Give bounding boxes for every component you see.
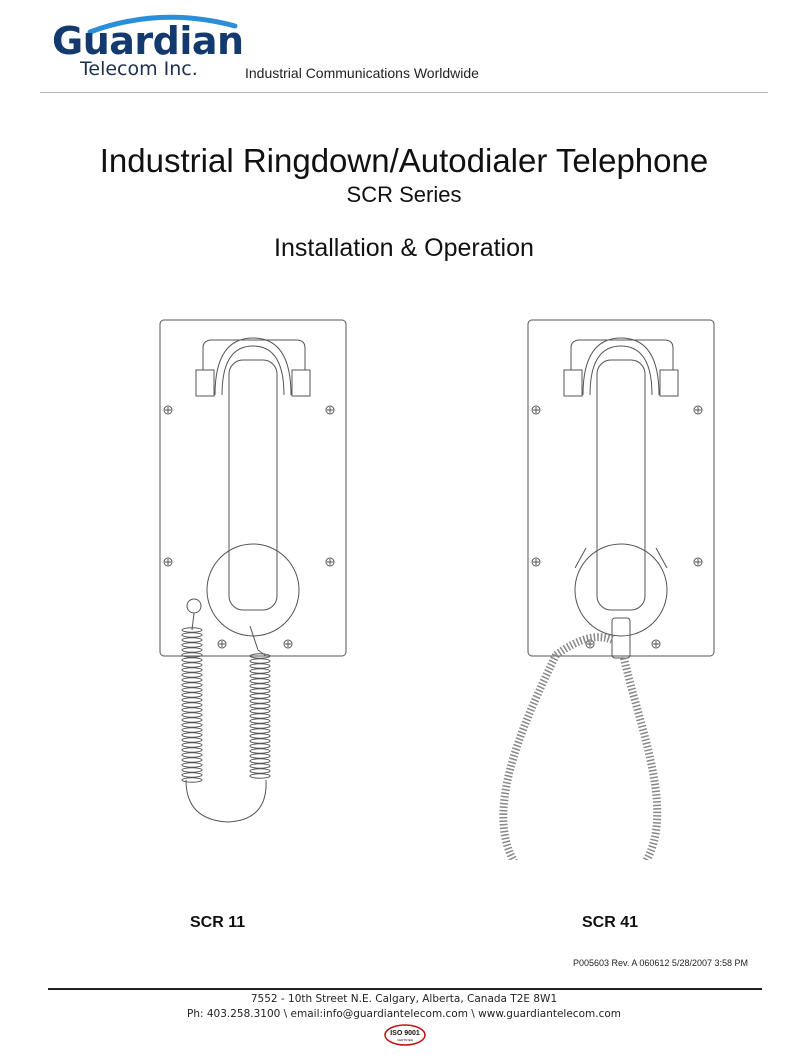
cord-coil-loop: [181, 712, 203, 718]
cord-coil-loop: [181, 742, 203, 748]
phone-illustrations: [159, 319, 715, 860]
cord-coil-loop: [181, 767, 203, 773]
svg-text:ISO 9001: ISO 9001: [390, 1030, 420, 1037]
cord-coil-loop: [181, 727, 203, 733]
scr11-phone-drawing: [159, 319, 347, 823]
contact-line: Ph: 403.258.3100 \ email:info@guardiante…: [187, 1008, 621, 1020]
cord-coil-loop: [249, 658, 271, 664]
tagline: Industrial Communications Worldwide: [245, 65, 479, 81]
cord-coil-loop: [181, 762, 203, 768]
cord-coil-loop: [181, 627, 203, 633]
cord-coil-loop: [249, 693, 271, 699]
cord-coil-loop: [249, 718, 271, 724]
cord-coil-loop: [249, 728, 271, 734]
screw-icon: [163, 405, 335, 649]
cord-coil-loop: [249, 753, 271, 759]
cord-coil-loop: [181, 707, 203, 713]
cord-coil-loop: [249, 763, 271, 769]
cord-coil-loop: [249, 713, 271, 719]
footer-divider: [48, 988, 762, 990]
cord-coil-loop: [181, 652, 203, 658]
cord-coil-loop: [249, 773, 271, 779]
cord-coil-loop: [249, 768, 271, 774]
cord-coil-loop: [249, 708, 271, 714]
model-label-scr41: SCR 41: [582, 914, 639, 931]
scr41-phone-drawing: [499, 319, 715, 860]
header-divider: [40, 92, 768, 93]
logo: [40, 10, 240, 90]
cord-coil-loop: [181, 672, 203, 678]
cord-coil-loop: [249, 758, 271, 764]
logo-name: Guardian: [52, 19, 244, 63]
cord-coil-loop: [181, 647, 203, 653]
cord-coil-loop: [181, 677, 203, 683]
cord-coil-loop: [181, 697, 203, 703]
cord-coil-loop: [181, 687, 203, 693]
cord-coil-loop: [181, 637, 203, 643]
cord-coil-loop: [181, 722, 203, 728]
cord-coil-loop: [249, 703, 271, 709]
cord-coil-loop: [249, 698, 271, 704]
cord-coil-loop: [181, 632, 203, 638]
cord-coil-loop: [181, 777, 203, 783]
cord-coil-loop: [249, 668, 271, 674]
cord-coil-loop: [181, 737, 203, 743]
cord-coil-loop: [181, 642, 203, 648]
cord-coil-loop: [249, 743, 271, 749]
cord-coil-loop: [181, 772, 203, 778]
cord-coil-loop: [249, 733, 271, 739]
footer-address: 7552 - 10th Street N.E. Calgary, Alberta…: [0, 992, 808, 1022]
address-line: 7552 - 10th Street N.E. Calgary, Alberta…: [250, 993, 558, 1005]
cord-coil-loop: [181, 757, 203, 763]
cord-coil-loop: [249, 653, 271, 659]
cord-coil-loop: [181, 662, 203, 668]
cord-coil-loop: [249, 663, 271, 669]
cord-coil-loop: [249, 688, 271, 694]
cord-coil-loop: [181, 732, 203, 738]
cord-coil-loop: [249, 748, 271, 754]
screw-icon: [531, 405, 703, 649]
document-number: P005603 Rev. A 060612 5/28/2007 3:58 PM: [573, 958, 748, 968]
model-label-scr11: SCR 11: [190, 914, 246, 931]
cord-coil-loop: [249, 683, 271, 689]
cord-coil-loop: [181, 717, 203, 723]
cord-coil-loop: [181, 692, 203, 698]
cord-coil-loop: [181, 667, 203, 673]
document-subtitle: Installation & Operation: [274, 234, 534, 262]
cord-coil-loop: [249, 678, 271, 684]
logo-subtitle: Telecom Inc.: [80, 58, 198, 80]
cord-coil-loop: [249, 723, 271, 729]
cord-coil-loop: [181, 702, 203, 708]
cord-coil-loop: [181, 682, 203, 688]
document-title: Industrial Ringdown/Autodialer Telephone: [99, 142, 709, 179]
svg-text:CERTIFIED: CERTIFIED: [397, 1038, 414, 1042]
cord-coil-loop: [181, 752, 203, 758]
iso-certification-seal: ISO 9001 CERTIFIED: [384, 1024, 426, 1046]
series-name: SCR Series: [346, 182, 462, 207]
logo-swoosh-icon: [87, 14, 238, 35]
cord-coil-loop: [249, 673, 271, 679]
cord-coil-loop: [249, 738, 271, 744]
cord-coil-loop: [181, 747, 203, 753]
cord-coil-loop: [181, 657, 203, 663]
